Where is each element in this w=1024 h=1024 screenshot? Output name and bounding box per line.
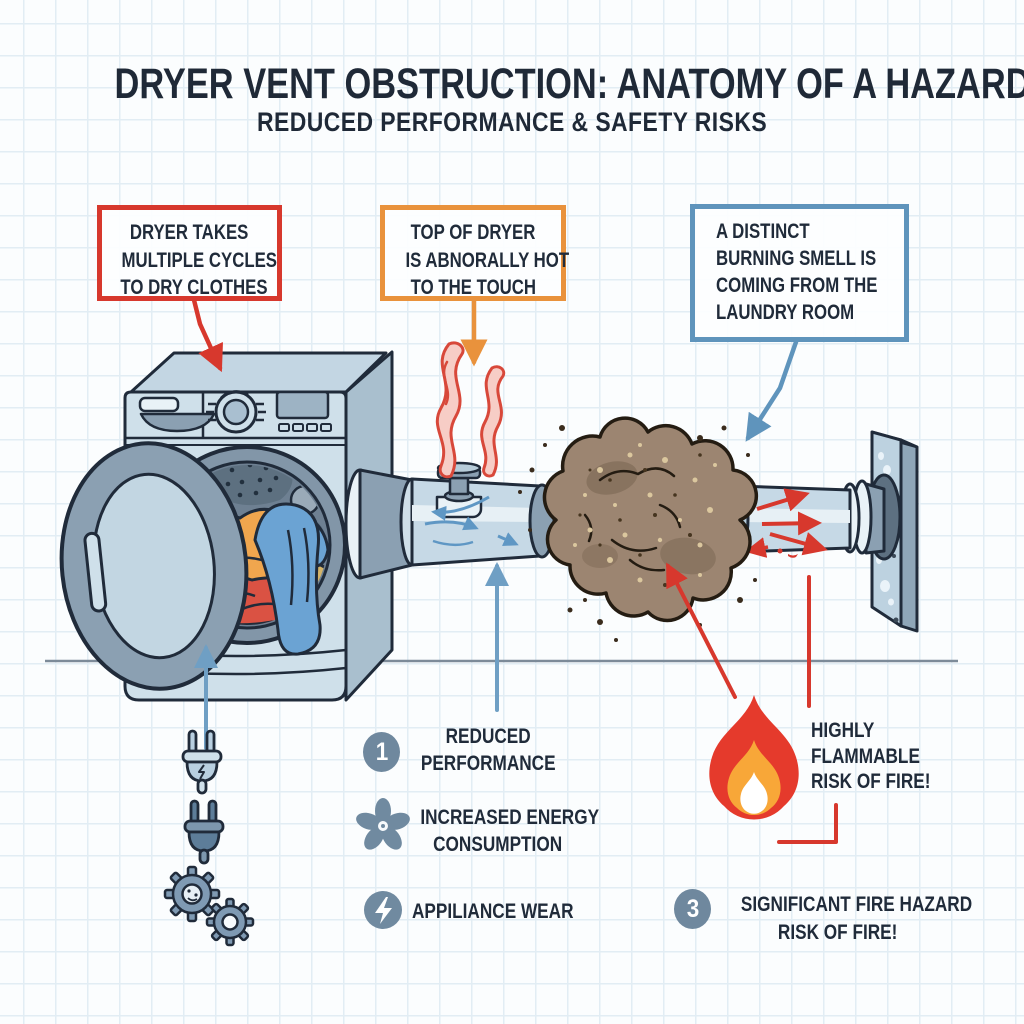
effect-1-label: REDUCED PERFORMANCE bbox=[420, 724, 556, 775]
page-subtitle: REDUCED PERFORMANCE & SAFETY RISKS bbox=[256, 107, 768, 137]
vent-valve bbox=[435, 461, 483, 519]
effect-1-badge: 1 bbox=[363, 732, 400, 772]
open-door bbox=[59, 441, 249, 691]
callout-connectors bbox=[191, 297, 838, 844]
flame-icon bbox=[709, 695, 799, 820]
red-bracket bbox=[777, 803, 838, 844]
gears-icon bbox=[163, 865, 255, 947]
effect-3-label: APPILIANCE WEAR bbox=[412, 899, 574, 923]
callout-hot-to-touch: TOP OF DRYER IS ABNORALLY HOT TO THE TOU… bbox=[380, 205, 569, 301]
callout-burning-smell: A DISTINCT BURNING SMELL IS COMING FROM … bbox=[690, 204, 909, 342]
drum-perforation-patch bbox=[208, 465, 293, 506]
airflow-swirl-arrows bbox=[424, 495, 519, 547]
fire-hazard-badge: 3 bbox=[674, 889, 711, 929]
callout-multiple-cycles: DRYER TAKES MULTIPLE CYCLES TO DRY CLOTH… bbox=[97, 205, 282, 301]
lightning-icon bbox=[364, 891, 402, 929]
plug-icon bbox=[181, 729, 223, 795]
vent-pipe-dryer-side bbox=[344, 461, 556, 580]
display-screen bbox=[275, 390, 330, 420]
energy-fan-icon bbox=[356, 798, 410, 850]
clog-fire-arrow bbox=[666, 562, 737, 699]
dryer-illustration bbox=[59, 350, 394, 702]
fire-hazard-label: SIGNIFICANT FIRE HAZARD RISK OF FIRE! bbox=[740, 892, 973, 944]
effect-2-label: INCREASED ENERGY CONSUMPTION bbox=[420, 805, 600, 856]
door-handle bbox=[83, 531, 108, 613]
fire-warning-label: HIGHLY FLAMMABLE RISK OF FIRE! bbox=[811, 718, 931, 793]
heat-waves bbox=[435, 341, 506, 479]
page-title: DRYER VENT OBSTRUCTION: ANATOMY OF A HAZ… bbox=[114, 60, 1024, 108]
lint-clog bbox=[518, 416, 759, 642]
dryer-knob bbox=[206, 390, 266, 434]
hanging-towel bbox=[253, 502, 330, 656]
unplugged-icon bbox=[183, 799, 225, 865]
red-connector-arrow bbox=[191, 297, 223, 373]
brand-badge bbox=[138, 396, 180, 413]
pressure-arrows bbox=[744, 488, 828, 558]
blue-connector-arrow bbox=[745, 339, 799, 442]
control-panel bbox=[125, 390, 346, 446]
